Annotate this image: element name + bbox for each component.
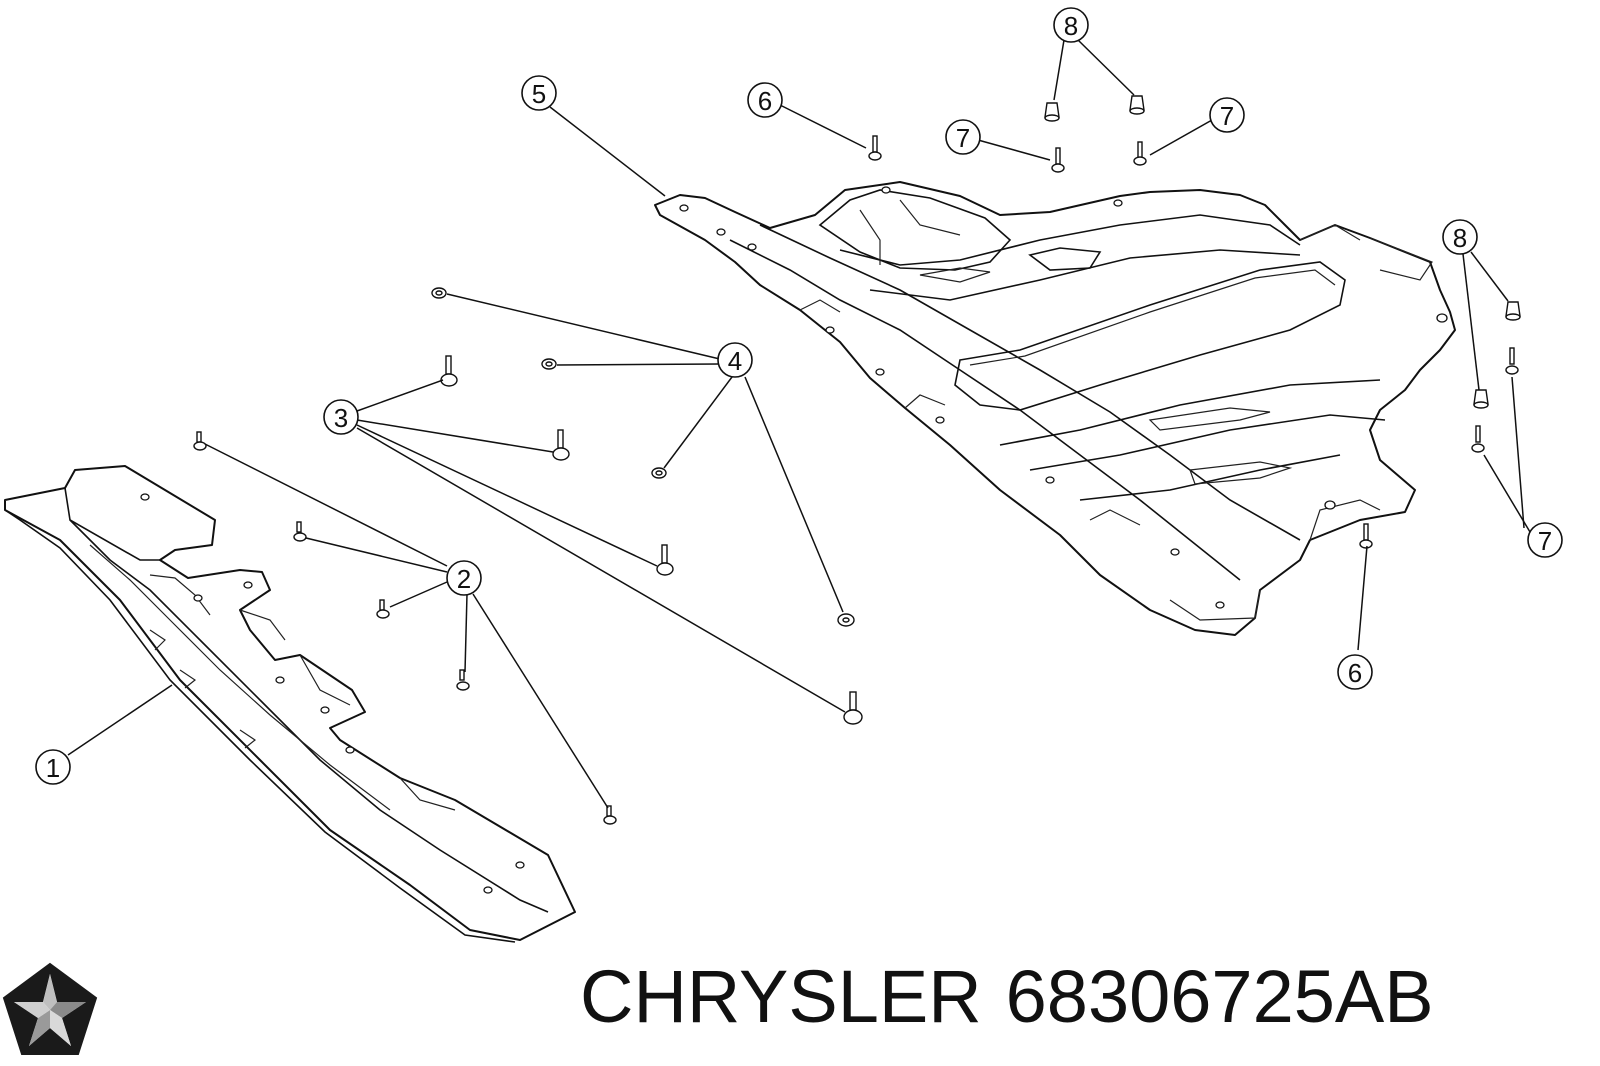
svg-text:4: 4: [728, 346, 742, 376]
callout-4: 4: [717, 342, 753, 378]
callout-6-top: 6: [747, 82, 783, 118]
screw-icon: [1051, 147, 1065, 173]
bolt-icon: [843, 691, 863, 725]
fasteners: [193, 95, 1521, 825]
svg-text:1: 1: [46, 753, 60, 783]
clip-icon: [1505, 301, 1521, 321]
bolt-icon: [656, 544, 674, 576]
svg-text:6: 6: [1348, 658, 1362, 688]
screw-icon: [868, 135, 882, 161]
bolt-icon: [603, 805, 617, 825]
svg-text:7: 7: [1220, 101, 1234, 131]
chrysler-pentastar-icon: [2, 962, 98, 1055]
clip-icon: [1473, 389, 1489, 409]
callout-6-bottom: 6: [1337, 654, 1373, 690]
bolt-icon: [193, 431, 207, 451]
part-number: 68306725AB: [1005, 955, 1434, 1038]
callout-2: 2: [446, 560, 482, 596]
callout-3: 3: [323, 399, 359, 435]
screw-icon: [1505, 347, 1519, 375]
part-1-splash-shield: [4, 465, 576, 943]
callout-8-top: 8: [1053, 7, 1089, 43]
svg-text:8: 8: [1064, 11, 1078, 41]
callout-7-top-right: 7: [1209, 97, 1245, 133]
nut-icon: [651, 467, 667, 479]
bolt-icon: [293, 521, 307, 542]
svg-text:5: 5: [532, 79, 546, 109]
callout-8-right: 8: [1442, 219, 1478, 255]
leader-lines: [67, 39, 1531, 809]
screw-icon: [1133, 141, 1147, 166]
nut-icon: [431, 287, 447, 299]
callout-1: 1: [35, 749, 71, 785]
clip-icon: [1129, 95, 1145, 115]
svg-text:8: 8: [1453, 223, 1467, 253]
bolt-icon: [440, 355, 458, 387]
brand-name: CHRYSLER: [580, 955, 982, 1038]
svg-text:7: 7: [956, 123, 970, 153]
nut-icon: [541, 358, 557, 370]
bolt-icon: [552, 429, 570, 461]
clip-icon: [1044, 102, 1060, 122]
nut-icon: [837, 613, 855, 627]
bolt-icon: [456, 669, 470, 691]
part-5-skid-plate: [654, 181, 1456, 636]
screw-icon: [1471, 425, 1485, 453]
callout-7-left: 7: [945, 119, 981, 155]
callout-5: 5: [521, 75, 557, 111]
callout-7-right: 7: [1527, 522, 1563, 558]
screw-icon: [1359, 523, 1373, 549]
svg-text:7: 7: [1538, 526, 1552, 556]
bolt-icon: [376, 599, 390, 619]
svg-text:2: 2: [457, 564, 471, 594]
svg-text:3: 3: [334, 403, 348, 433]
svg-text:6: 6: [758, 86, 772, 116]
